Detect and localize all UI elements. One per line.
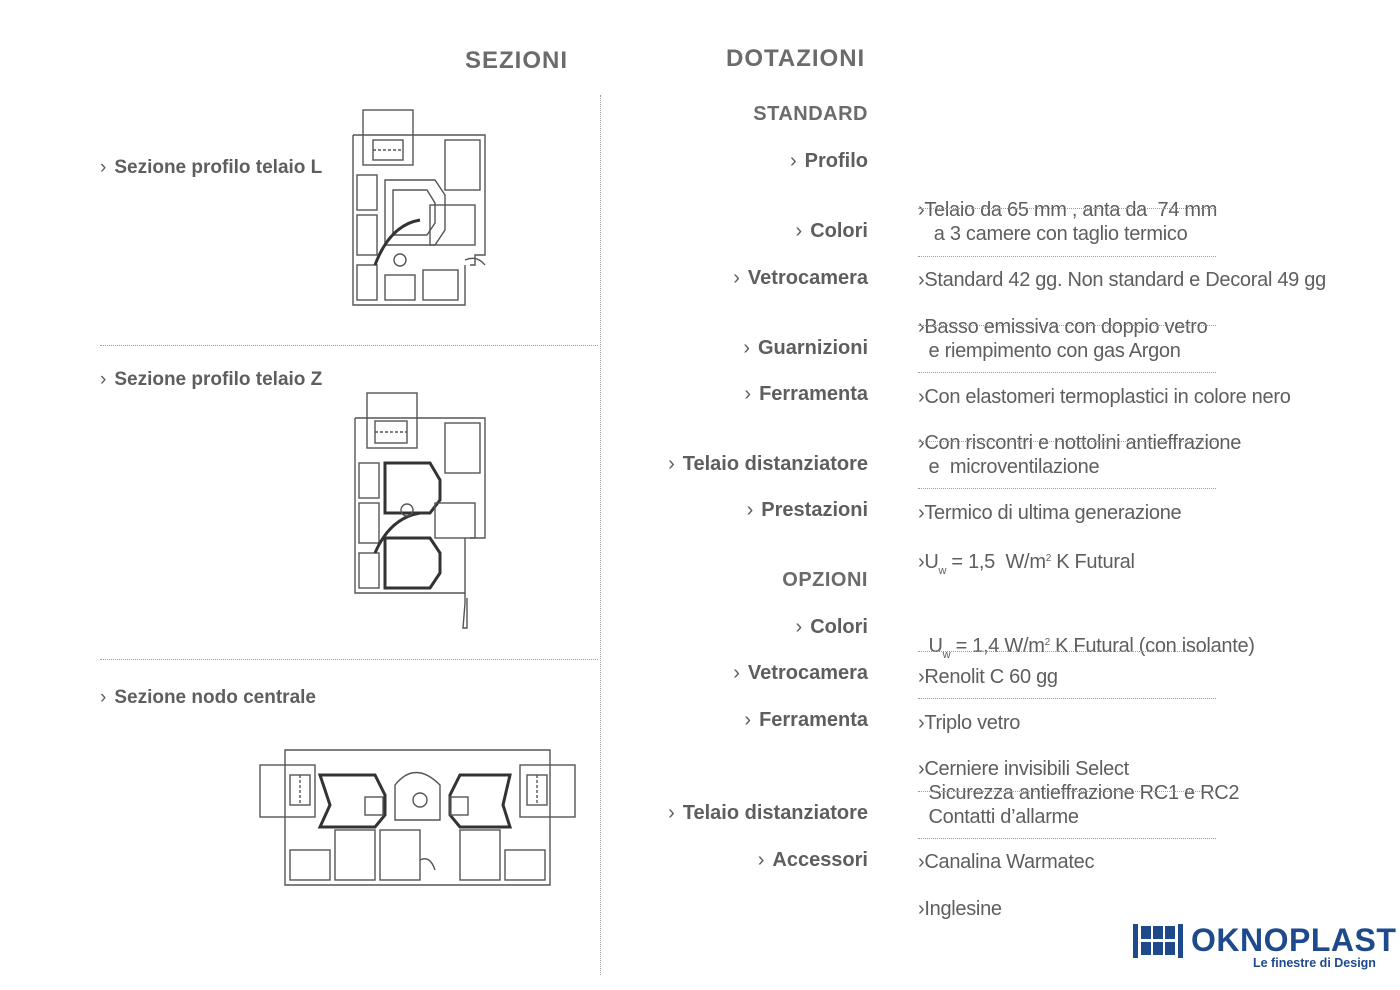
section-label-telaio-z: ›Sezione profilo telaio Z: [100, 369, 323, 390]
spec-value-colori: ›Standard 42 gg. Non standard e Decoral …: [918, 269, 1326, 291]
section-label-telaio-l: ›Sezione profilo telaio L: [100, 157, 323, 178]
brand-tagline: Le finestre di Design: [1253, 956, 1376, 970]
option-value-accessori: ›Inglesine: [918, 898, 1002, 920]
spec-value-telaio-distanziatore: ›Termico di ultima generazione: [918, 502, 1182, 524]
spec-label-vetrocamera: ›Vetrocamera: [733, 267, 868, 289]
row-divider: [918, 651, 1216, 652]
spec-value-profilo: ›Telaio da 65 mm , anta da 74 mm a 3 cam…: [918, 199, 1218, 245]
column-divider: [600, 95, 601, 975]
spec-value-guarnizioni: ›Con elastomeri termoplastici in colore …: [918, 386, 1291, 408]
spec-label-colori: ›Colori: [795, 220, 868, 242]
row-divider: [918, 208, 1216, 209]
option-label-vetrocamera: ›Vetrocamera: [733, 662, 868, 684]
section-divider: [100, 659, 598, 660]
window-logo-icon: [1133, 924, 1183, 958]
option-value-colori: ›Renolit C 60 gg: [918, 666, 1058, 688]
row-divider: [918, 325, 1216, 326]
spec-label-guarnizioni: ›Guarnizioni: [743, 337, 868, 359]
row-divider: [918, 372, 1216, 373]
row-divider: [918, 488, 1216, 489]
spec-label-ferramenta: ›Ferramenta: [744, 383, 868, 405]
oknoplast-logo: OKNOPLAST Le finestre di Design: [1133, 922, 1396, 972]
sezioni-heading: SEZIONI: [465, 47, 569, 74]
row-divider: [918, 698, 1216, 699]
brand-name: OKNOPLAST: [1191, 922, 1397, 958]
section-label-nodo-centrale: ›Sezione nodo centrale: [100, 687, 316, 708]
profile-section-drawing: [259, 749, 576, 886]
option-value-vetrocamera: ›Triplo vetro: [918, 712, 1021, 734]
spec-label-telaio-distanziatore: ›Telaio distanziatore: [668, 453, 868, 475]
profile-section-drawing: [352, 109, 486, 306]
row-divider: [918, 256, 1216, 257]
profile-section-drawing: [354, 392, 486, 629]
row-divider: [918, 838, 1216, 839]
row-divider: [918, 791, 1216, 792]
row-divider: [918, 441, 1216, 442]
option-label-accessori: ›Accessori: [757, 849, 868, 871]
section-divider: [100, 345, 598, 346]
option-label-telaio-distanziatore: ›Telaio distanziatore: [668, 802, 868, 824]
opzioni-heading: OPZIONI: [782, 569, 868, 591]
option-label-ferramenta: ›Ferramenta: [744, 709, 868, 731]
spec-label-prestazioni: ›Prestazioni: [746, 499, 868, 521]
spec-value-ferramenta: ›Con riscontri e nottolini antieffrazion…: [918, 432, 1242, 478]
option-value-ferramenta: ›Cerniere invisibili Select Sicurezza an…: [918, 758, 1240, 828]
option-value-telaio-distanziatore: ›Canalina Warmatec: [918, 851, 1095, 873]
spec-value-vetrocamera: ›Basso emissiva con doppio vetro e riemp…: [918, 316, 1208, 362]
option-label-colori: ›Colori: [795, 616, 868, 638]
standard-heading: STANDARD: [753, 103, 868, 125]
dotazioni-heading: DOTAZIONI: [726, 45, 866, 72]
spec-label-profilo: ›Profilo: [789, 150, 868, 172]
